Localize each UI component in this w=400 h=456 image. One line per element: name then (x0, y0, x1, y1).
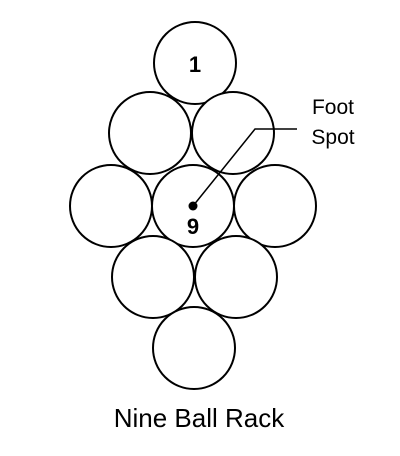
ball-circle (194, 235, 278, 319)
ball-circle (153, 21, 237, 105)
foot-spot-leader-line (192, 128, 297, 207)
ball-row4-left (111, 235, 195, 319)
ball-circle (111, 235, 195, 319)
ball-circle (69, 164, 153, 248)
ball-bottom (152, 306, 236, 390)
ball-row3-left (69, 164, 153, 248)
ball-number: 1 (189, 52, 201, 77)
ball-row3-right (233, 164, 317, 248)
diagram-caption: Nine Ball Rack (114, 403, 286, 433)
ball-row4-right (194, 235, 278, 319)
ball-row2-left (108, 91, 192, 175)
ball-top: 1 (153, 21, 237, 105)
ball-circle (152, 306, 236, 390)
foot-spot-label-line2: Spot (311, 126, 354, 149)
ball-circle (108, 91, 192, 175)
ball-circle (233, 164, 317, 248)
ball-row2-right (191, 91, 275, 175)
ball-circle (191, 91, 275, 175)
ball-number: 9 (187, 214, 199, 239)
foot-spot-label-line1: Foot (312, 96, 354, 119)
